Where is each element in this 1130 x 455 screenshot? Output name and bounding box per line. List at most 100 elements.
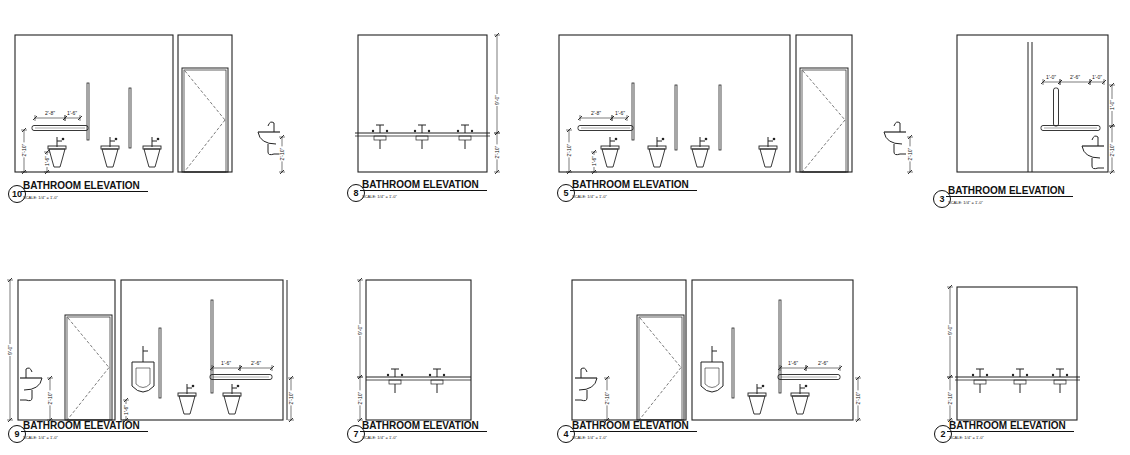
faucet-handle	[1026, 374, 1028, 376]
dimension-tick	[1058, 80, 1062, 84]
dimension-line	[1060, 82, 1090, 83]
sink-bowl	[24, 378, 42, 390]
faucet	[1020, 369, 1021, 377]
dimension-label: 2'-10"	[1110, 143, 1115, 158]
sink-bowl	[579, 378, 597, 390]
partition	[129, 88, 131, 148]
flush-pipe	[187, 384, 188, 394]
sink-bowl	[1082, 146, 1100, 158]
dimension-line	[212, 368, 240, 369]
wall-outline	[358, 35, 487, 172]
wall-outline	[18, 280, 115, 420]
sink-basin	[431, 380, 443, 384]
dimension-tick	[838, 366, 842, 370]
scale-note: SCALE: 1/4" = 1'-0"	[949, 435, 984, 440]
faucet	[395, 369, 396, 377]
flush-valve	[805, 385, 808, 388]
flush-valve	[662, 138, 665, 141]
flush-handle	[700, 141, 705, 142]
dimension-tick	[605, 376, 609, 380]
faucet	[465, 125, 466, 133]
faucet-spout	[376, 125, 384, 126]
dimension-tick	[495, 33, 499, 37]
scale-note: SCALE: 1/4" = 1'-0"	[572, 194, 607, 199]
dimension-tick	[778, 366, 782, 370]
flush-pipe	[700, 137, 701, 147]
dimension-line	[612, 118, 627, 119]
flush-pipe	[768, 137, 769, 147]
wall-outline	[366, 280, 471, 420]
faucet-spout	[461, 125, 469, 126]
dimension-tick	[358, 418, 362, 422]
dimension-label: 2'-10"	[48, 391, 53, 406]
flush-valve	[762, 385, 765, 388]
sink-basin	[374, 136, 386, 140]
flush-handle	[57, 141, 62, 142]
partition	[732, 328, 734, 398]
dimension-tick	[48, 376, 52, 380]
dimension-tick	[22, 170, 26, 174]
toilet-bowl	[692, 149, 708, 167]
flush-handle	[712, 351, 717, 352]
urinal	[701, 362, 723, 392]
drain-pipe	[422, 140, 423, 149]
dimension-tick	[358, 278, 362, 282]
flush-valve	[237, 385, 240, 388]
faucet	[894, 122, 900, 132]
counter-top	[955, 377, 1080, 378]
sink-trap	[575, 390, 587, 401]
dimension-tick	[270, 366, 274, 370]
faucet-spout	[433, 369, 441, 370]
door-frame	[182, 68, 228, 172]
scale-note: SCALE: 1/4" = 1'-0"	[572, 435, 607, 440]
faucet	[1060, 369, 1061, 377]
faucet	[581, 368, 587, 378]
dimension-line	[240, 368, 272, 369]
dimension-tick	[1110, 170, 1114, 174]
sink-basin	[1054, 380, 1066, 384]
grab-bar-line	[35, 128, 85, 129]
dimension-tick	[804, 366, 808, 370]
faucet	[1092, 136, 1098, 146]
faucet-spout	[391, 369, 399, 370]
callout-circle: 9BATHROOM ELEVATIONSCALE: 1/4" = 1'-0"	[8, 425, 26, 443]
sink-rim	[575, 377, 597, 378]
partition	[159, 328, 161, 398]
door-swing	[185, 71, 225, 120]
dimension-tick	[210, 366, 214, 370]
wall-outline	[15, 35, 173, 172]
faucet	[26, 368, 32, 378]
dimension-label: 1'-6"	[787, 361, 799, 366]
dimension-label: 1'-6"	[592, 155, 597, 167]
callout-number: 3	[934, 191, 950, 207]
elevation-title: BATHROOM ELEVATION	[21, 420, 148, 432]
door-frame	[800, 68, 848, 172]
dimension-tick	[567, 170, 571, 174]
toilet-bowl	[602, 149, 618, 167]
partition-section	[1032, 42, 1033, 172]
dimension-tick	[592, 150, 596, 154]
flush-valve	[157, 138, 160, 141]
sink-rim	[1082, 145, 1104, 146]
dimension-tick	[238, 366, 242, 370]
flush-valve	[192, 385, 195, 388]
dimension-label: 1'-0"	[1045, 75, 1057, 80]
dimension-label: 1'-0"	[1091, 75, 1103, 80]
dimension-label: 9'-0"	[8, 344, 13, 356]
flush-valve	[773, 138, 776, 141]
dimension-line	[35, 118, 65, 119]
toilet-bowl	[179, 396, 195, 414]
wall-outline	[796, 35, 852, 172]
dimension-label: 2'-10"	[856, 391, 861, 406]
dimension-line	[497, 35, 498, 133]
faucet-handle	[429, 374, 431, 376]
callout-circle: 8BATHROOM ELEVATIONSCALE: 1/4" = 1'-0"	[347, 184, 365, 202]
flush-valve	[62, 138, 65, 141]
dimension-tick	[8, 418, 12, 422]
sink-bowl	[258, 132, 276, 144]
sink-trap	[894, 144, 906, 155]
dimension-label: 2'-10"	[495, 145, 500, 160]
drain-pipe	[1060, 384, 1061, 393]
